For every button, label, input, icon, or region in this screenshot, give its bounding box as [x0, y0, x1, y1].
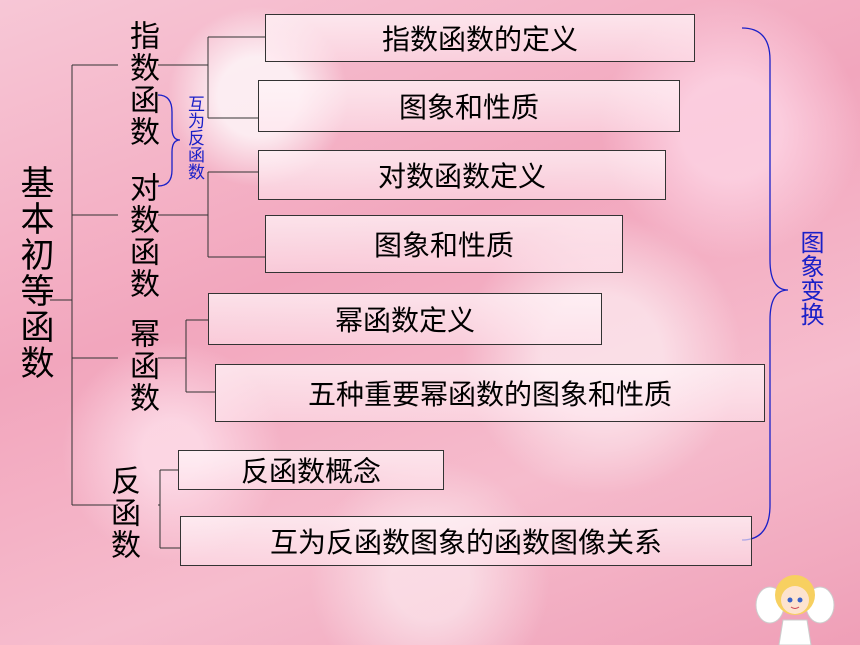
box-power-graph: 五种重要幂函数的图象和性质: [215, 364, 765, 422]
box-exp-graph: 图象和性质: [258, 80, 680, 132]
box-log-definition: 对数函数定义: [258, 150, 666, 200]
category-log: 对数函数: [124, 172, 159, 300]
box-power-definition: 幂函数定义: [208, 293, 602, 345]
category-inverse: 反函数: [105, 465, 140, 561]
box-inverse-graph-relation: 互为反函数图象的函数图像关系: [180, 516, 752, 566]
box-exp-definition: 指数函数的定义: [265, 14, 695, 62]
transform-label: 图象变换: [796, 230, 824, 326]
main-title: 基本初等函数: [14, 165, 54, 381]
box-inverse-concept: 反函数概念: [178, 450, 444, 490]
inverse-note: 互为反函数: [184, 95, 204, 180]
category-exp: 指数函数: [124, 20, 159, 148]
category-power: 幂函数: [124, 318, 159, 414]
box-log-graph: 图象和性质: [265, 215, 623, 273]
angel-decoration-icon: [755, 575, 835, 645]
